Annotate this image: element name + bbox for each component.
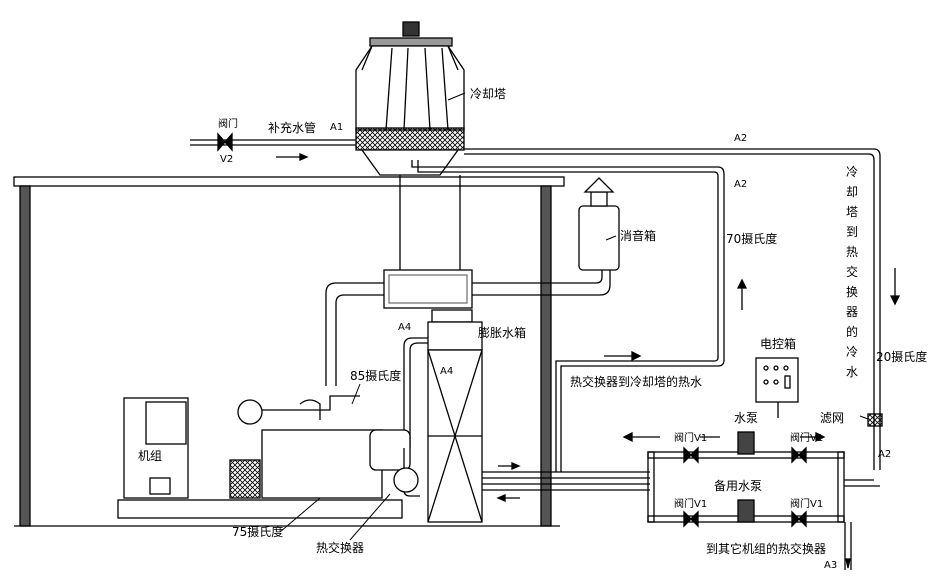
- label-muffler: 消音箱: [620, 228, 656, 243]
- vertical-label-char: 却: [846, 185, 858, 199]
- label-makeup-pipe: 补充水管: [268, 120, 316, 135]
- vertical-label-char: 热: [846, 245, 858, 259]
- vertical-label-char: 塔: [846, 205, 858, 219]
- label-pump: 水泵: [734, 411, 758, 425]
- leader-lines: [279, 92, 869, 541]
- exhaust-system: [325, 175, 620, 386]
- label-hx-to-tower: 热交换器到冷却塔的热水: [570, 374, 702, 389]
- vertical-label-char: 冷: [846, 165, 858, 179]
- label-heat-exchanger: 热交换器: [316, 540, 364, 555]
- label-a1: A1: [330, 122, 343, 133]
- cooling-tower: [355, 21, 465, 176]
- label-temp-20: 20摄氏度: [876, 349, 927, 364]
- label-genset: 机组: [138, 449, 162, 463]
- tower-outlet-pipe: [464, 148, 901, 470]
- valve-v1-a-icon: [683, 446, 699, 464]
- label-a2-right: A2: [878, 449, 891, 460]
- standby-pump-icon: [737, 499, 755, 523]
- label-expansion-tank: 膨胀水箱: [478, 325, 526, 340]
- vertical-label-char: 到: [846, 225, 858, 239]
- label-a2-mid: A2: [734, 179, 747, 190]
- valve-v1-b-icon: [791, 446, 807, 464]
- vertical-label-char: 器: [846, 305, 858, 319]
- label-valve-v1-c: 阀门V1: [674, 497, 707, 510]
- label-v2: V2: [220, 154, 233, 165]
- muffler-box: [578, 205, 620, 271]
- label-standby-pump: 备用水泵: [714, 479, 762, 493]
- label-cooling-tower: 冷却塔: [470, 87, 506, 101]
- vertical-label-char: 换: [846, 285, 858, 299]
- label-temp-70: 70摄氏度: [726, 231, 777, 246]
- vertical-label-char: 的: [846, 324, 858, 339]
- makeup-water-pipe: [190, 132, 356, 161]
- expansion-tank: [403, 309, 483, 523]
- label-a3: A3: [824, 560, 837, 571]
- label-filter: 滤网: [820, 411, 844, 425]
- filter-icon: [867, 413, 883, 427]
- hot-water-return-pipe: [411, 160, 748, 472]
- label-valve-v2: 阀门: [218, 117, 238, 130]
- valve-v1-c-icon: [683, 510, 699, 528]
- vertical-label-char: 水: [846, 365, 858, 379]
- label-control-box: 电控箱: [760, 336, 796, 351]
- label-valve-v1-b: 阀门V1: [790, 431, 823, 444]
- label-valve-v1-d: 阀门V1: [790, 497, 823, 510]
- pump-station-pipes: [482, 357, 880, 570]
- vertical-label-char: 交: [846, 264, 858, 279]
- label-valve-v1-a: 阀门V1: [674, 431, 707, 444]
- valve-v1-d-icon: [791, 510, 807, 528]
- label-to-other-units: 到其它机组的热交换器: [706, 541, 826, 556]
- label-temp-85: 85摄氏度: [350, 368, 401, 383]
- label-temp-75: 75摄氏度: [232, 524, 283, 539]
- label-a4-tank: A4: [440, 366, 453, 377]
- text-labels: 冷却塔 阀门 V2 补充水管 A1 A2 A2 消音箱 70摄氏度 A4 膨胀水…: [138, 87, 927, 571]
- label-a4-pipe: A4: [398, 322, 411, 333]
- label-a2-top: A2: [734, 133, 747, 144]
- vertical-label-char: 冷: [846, 345, 858, 359]
- heat-exchanger-icon: [393, 467, 419, 493]
- generator-set: [117, 395, 420, 519]
- pump-icon: [737, 431, 755, 455]
